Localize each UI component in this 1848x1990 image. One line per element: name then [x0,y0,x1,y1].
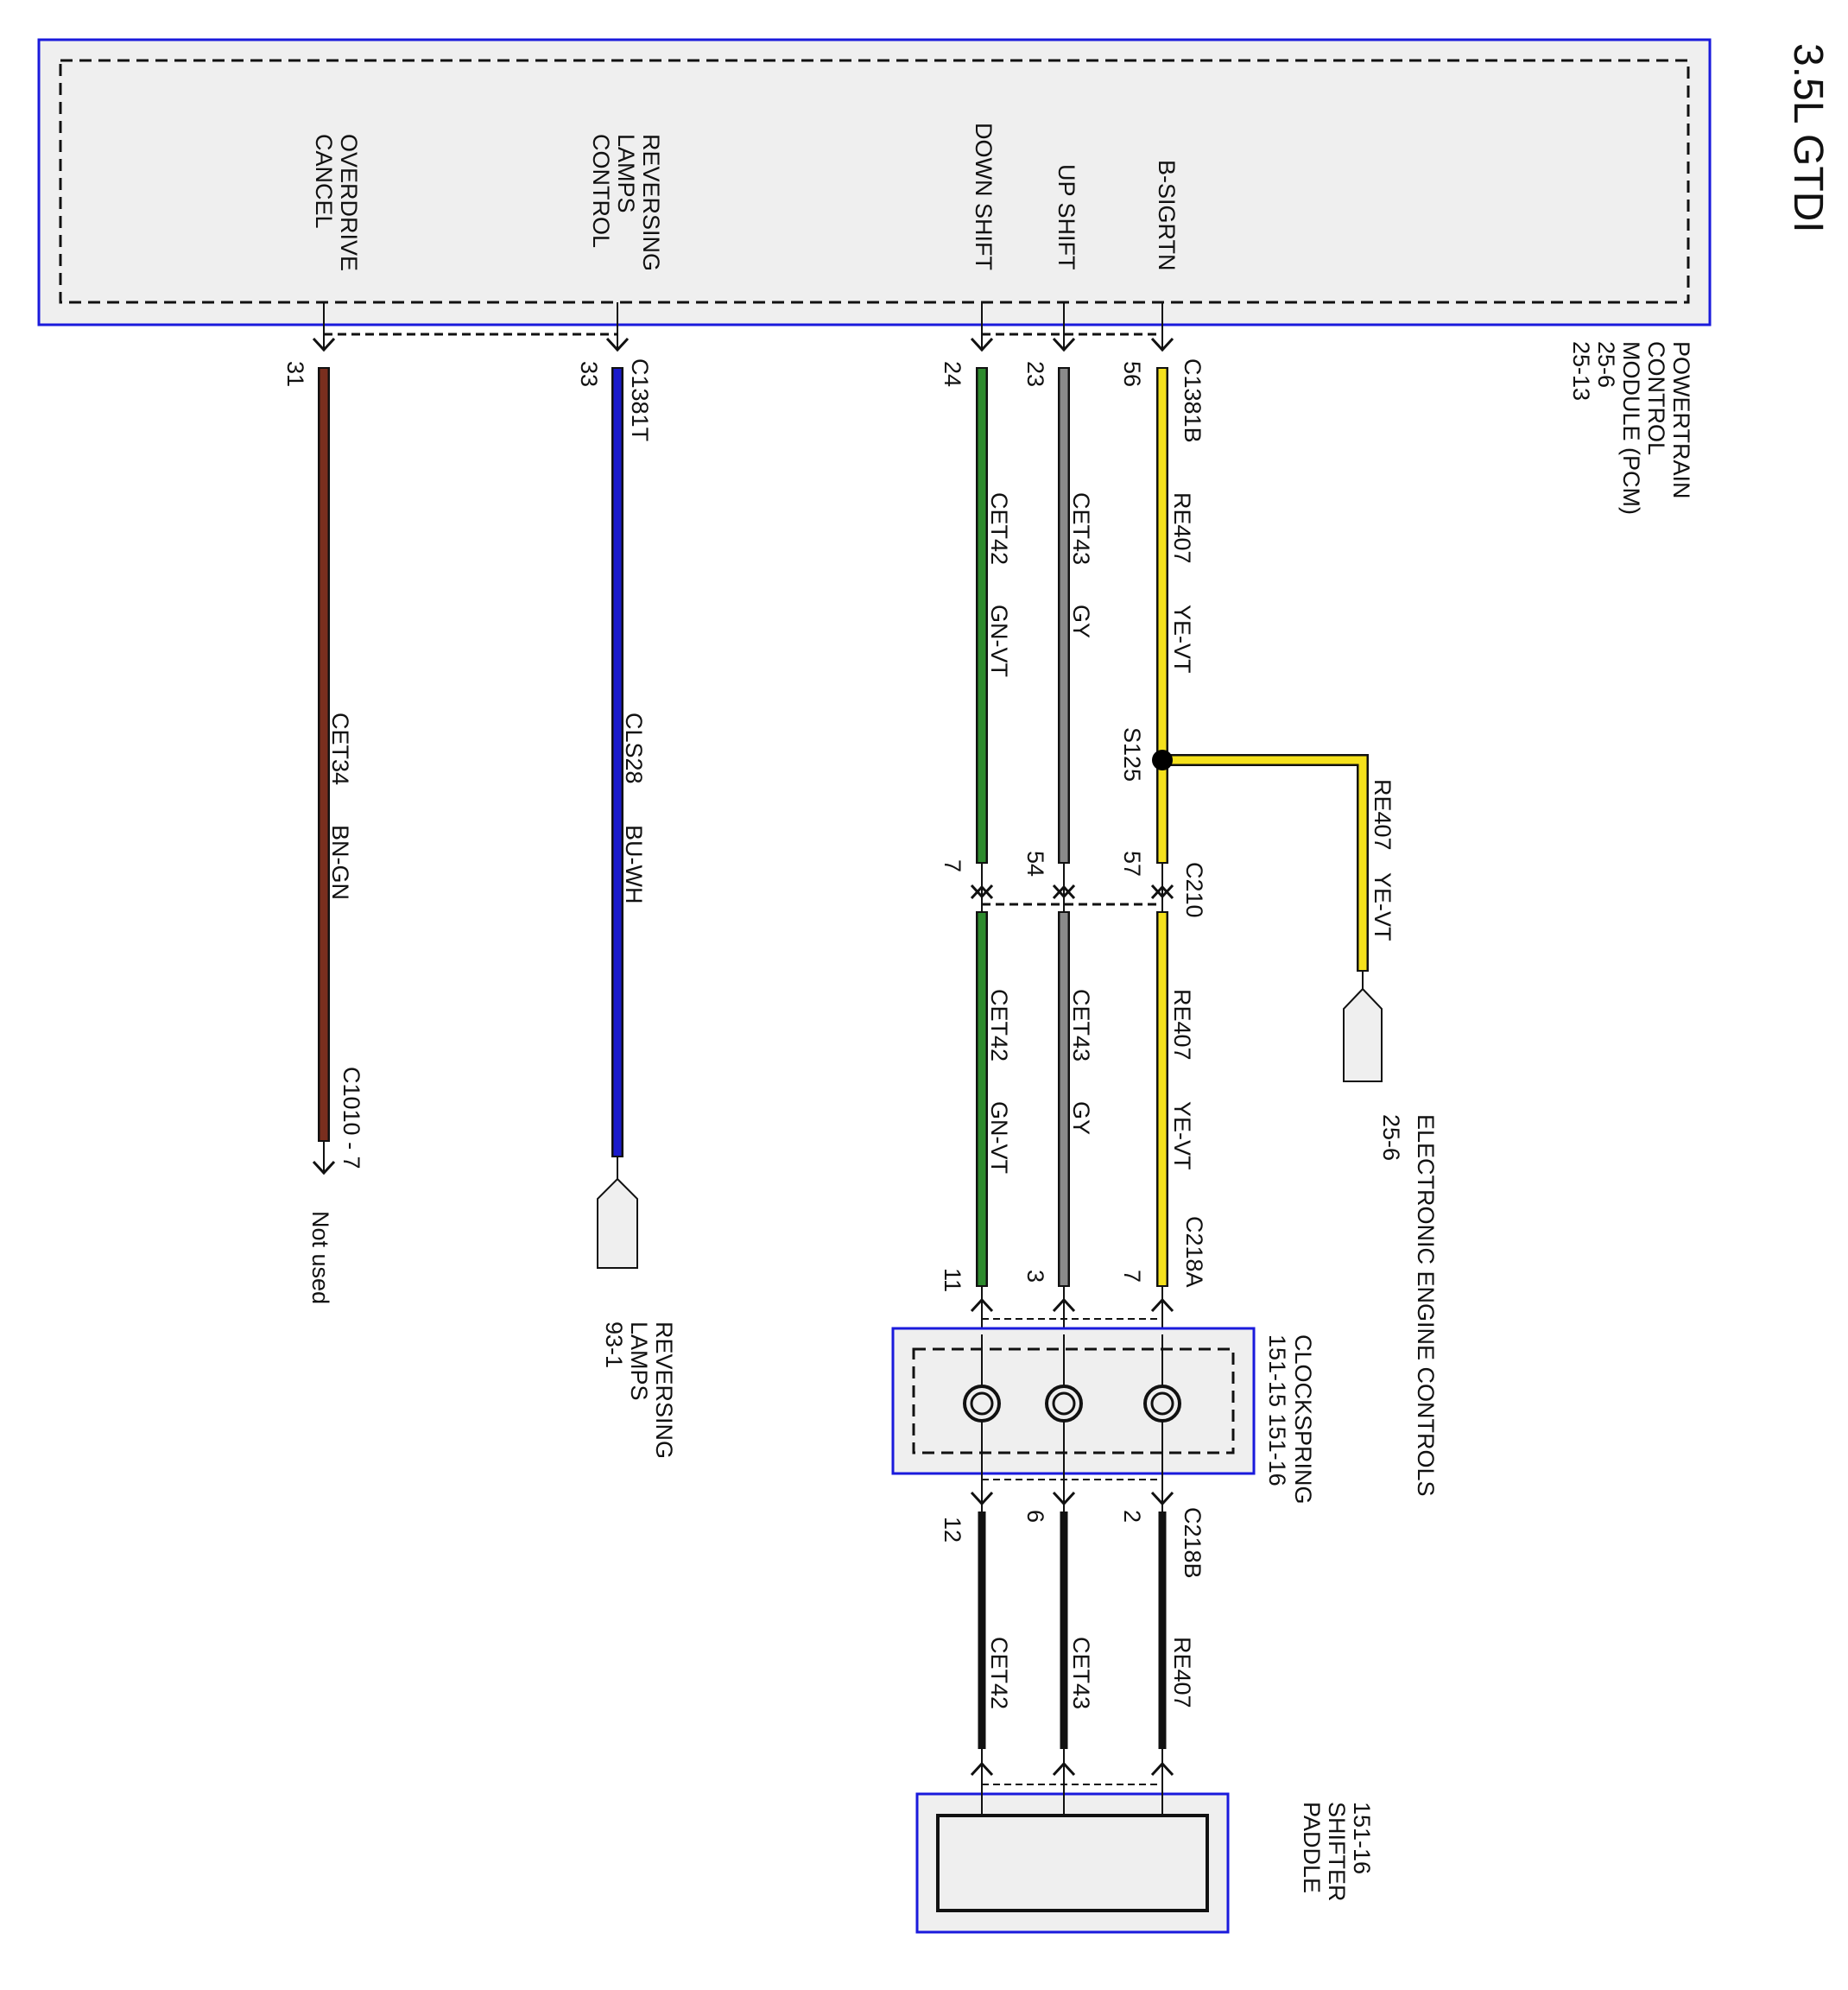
connector-c1381b-label: C1381B [1180,358,1206,443]
clockspring: CLOCKSPRING 151-15 151-16 [891,1327,1316,1512]
circuit-label: RE407 [1169,989,1195,1061]
wire-re407-lower: RE407 [1158,1512,1195,1749]
pcm-pin-stubs [323,302,1163,350]
connector-c218a-label: C218A [1181,1216,1207,1288]
connector-c210: C210 57 54 7 [940,851,1207,918]
wire-cet43-lower: CET43 [1060,1512,1094,1749]
pcm-inner-dashed [59,59,1690,304]
wire-color-label: BU-WH [621,825,647,903]
pin-number: 31 [282,361,308,387]
connector-arrow [312,1160,336,1176]
pin-number: 23 [1022,361,1048,387]
pin-number: 3 [1022,1270,1048,1283]
pcm-module: POWERTRAIN CONTROL MODULE (PCM) 25-6 25-… [37,38,1712,522]
wire-cet42-middle: CET42 GN-VT [976,911,1012,1287]
connector-arrow [970,337,994,352]
pin-number: 57 [1119,851,1145,877]
eec-terminal [1343,987,1383,1082]
eec-page: 25-6 [1378,1114,1404,1161]
circuit-label: RE407 [1169,1637,1195,1708]
pin-number: 33 [576,361,602,387]
circuit-label: CET43 [1068,492,1094,565]
wire-color-label: YE-VT [1169,605,1195,674]
connector-c1381t-label: C1381T [627,358,653,441]
not-used-label: Not used [307,1211,333,1304]
pin-number: 12 [940,1517,965,1543]
pin-number: 24 [940,361,965,387]
wire-re407-middle: RE407 YE-VT [1156,911,1195,1287]
connector-arrow [312,337,336,352]
circuit-label: CET43 [1068,1637,1094,1709]
connector-c1381: C1381B C1381T 31 33 24 23 56 [282,333,1206,443]
connector-c210-label: C210 [1181,862,1207,918]
wire-color-label: BN-GN [327,825,353,900]
splice-label: S125 [1119,727,1145,782]
connector-c218a: C218A 7 3 11 [940,1216,1207,1334]
wire-cls28: CLS28 BU-WH REVERSING LAMPS 93-1 [597,367,677,1466]
wire-cet42-lower: CET42 [978,1512,1012,1749]
clockspring-pages: 151-15 151-16 [1264,1334,1290,1486]
wire-color-label: GY [1068,605,1094,638]
pin-number: 6 [1022,1510,1048,1523]
pin-number: 56 [1119,361,1145,387]
circuit-label: CET42 [986,492,1012,565]
wire-cet43-middle: CET43 GY [1058,911,1094,1287]
wire-color-label: GN-VT [986,605,1012,677]
pin-number: 11 [940,1268,965,1292]
wire-cet43-upper: CET43 GY [1058,367,1094,864]
splice-s125-dot [1152,750,1173,770]
circuit-label: RE407 [1169,492,1195,564]
circuit-label: RE407 [1370,779,1395,851]
reversing-lamps-terminal [597,1177,638,1269]
clockspring-inner-dashed [912,1347,1235,1454]
connector-c218b: C218B 2 6 12 [940,1479,1206,1579]
wire-re407-upper: RE407 YE-VT S125 RE407 YE-VT 25-6 ELECTR… [1119,367,1439,1497]
wire-color-label: GY [1068,1101,1094,1135]
pcm-frame [37,38,1712,326]
wire-cet34: CET34 BN-GN C1010 - 7 Not used [307,367,364,1304]
clockspring-name: CLOCKSPRING [1290,1334,1316,1505]
pin-label-up-shift: UP SHIFT [1054,164,1079,270]
paddle-shifter-body [936,1814,1209,1912]
pcm-name: POWERTRAIN CONTROL MODULE (PCM) 25-6 25-… [1568,341,1694,522]
circuit-label: CLS28 [621,713,647,784]
connector-c218b-label: C218B [1180,1507,1206,1579]
pin-number: 54 [1022,851,1048,877]
pin-label-overdrive-cancel: OVERDRIVE CANCEL [311,134,362,278]
wire-color-label: GN-VT [986,1101,1012,1174]
eec-label: ELECTRONIC ENGINE CONTROLS [1413,1114,1439,1497]
connector-arrow [1150,337,1174,352]
circuit-label: CET42 [986,1637,1012,1709]
reversing-lamps-label: REVERSING LAMPS 93-1 [601,1321,677,1466]
pin-number: 2 [1119,1510,1145,1523]
circuit-label: CET43 [1068,989,1094,1062]
connector-c1010-label: C1010 - 7 [339,1067,364,1169]
connector-arrow [1052,337,1076,352]
wire-color-label: YE-VT [1169,1101,1195,1170]
circuit-label: CET34 [327,713,353,785]
pin-label-down-shift: DOWN SHIFT [971,123,997,270]
circuit-label: CET42 [986,989,1012,1062]
wire-cet42-upper: CET42 GN-VT [976,367,1012,864]
connector-arrow [605,337,630,352]
page-title: 3.5L GTDI [1785,43,1831,233]
pin-label-reversing-lamps-control: REVERSING LAMPS CONTROL [588,134,664,278]
pin-number: 7 [940,859,965,872]
paddle-shifter-label: PADDLE SHIFTER 151-16 [1299,1802,1375,1908]
pin-number: 7 [1119,1270,1145,1283]
pin-label-b-sigrtn: B-SIGRTN [1154,160,1180,271]
wire-color-label: YE-VT [1370,872,1395,941]
paddle-shifter: PADDLE SHIFTER 151-16 [915,1784,1375,1934]
